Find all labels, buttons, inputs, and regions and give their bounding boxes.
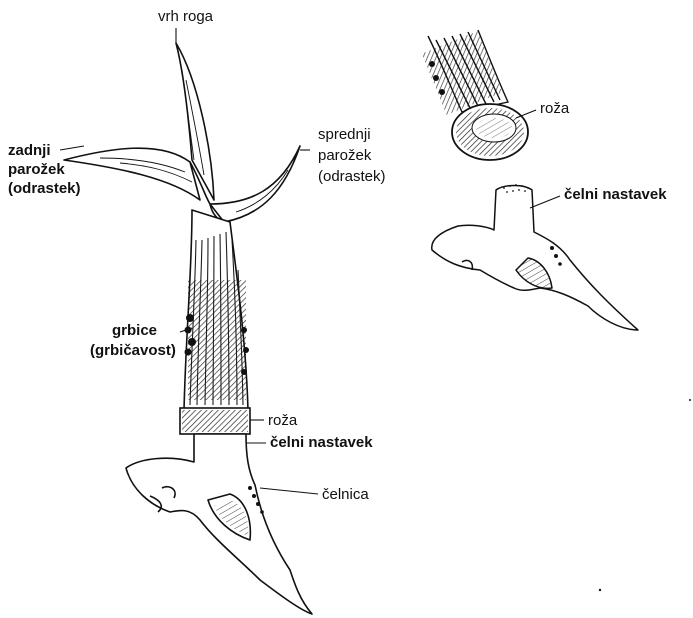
label-celni-nastavek-main: čelni nastavek <box>270 434 373 451</box>
label-roza-detail: roža <box>540 100 569 117</box>
label-zadnji-parozek-line2: parožek <box>8 161 65 178</box>
burr-detail <box>452 104 528 160</box>
label-roza-main: roža <box>268 412 297 429</box>
front-tine <box>210 146 300 222</box>
label-zadnji-parozek-line1: zadnji <box>8 142 51 159</box>
label-vrh-roga: vrh roga <box>158 8 213 25</box>
label-sprednji-parozek-line2: parožek <box>318 147 371 164</box>
skull-detail <box>432 186 638 331</box>
label-grbice-line1: grbice <box>112 322 157 339</box>
label-grbice-line2: (grbičavost) <box>90 342 176 359</box>
label-celni-nastavek-detail: čelni nastavek <box>564 186 667 203</box>
label-sprednji-parozek-line3: (odrastek) <box>318 168 386 185</box>
label-sprednji-parozek-line1: sprednji <box>318 126 371 143</box>
rear-tine <box>64 148 200 200</box>
skull-main <box>126 434 312 614</box>
burr-main <box>180 408 250 434</box>
label-zadnji-parozek-line3: (odrastek) <box>8 180 81 197</box>
label-celnica: čelnica <box>322 486 369 503</box>
